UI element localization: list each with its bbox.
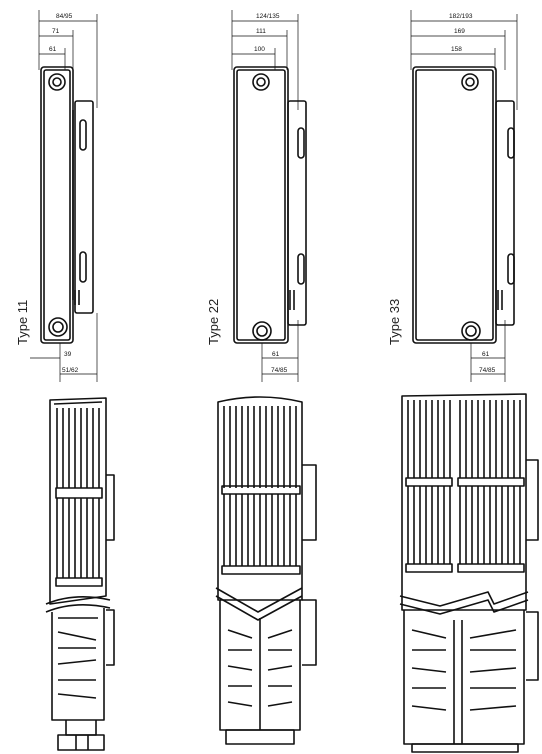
dim-22-wall: 61 [272, 351, 280, 358]
type-33-label: Type 33 [387, 299, 402, 345]
dim-22-panel: 100 [254, 46, 265, 53]
dim-33-panel: 158 [451, 46, 462, 53]
dim-11-wall: 39 [64, 351, 72, 358]
dim-33-depth: 169 [454, 28, 465, 35]
type-11-label: Type 11 [15, 300, 30, 345]
dim-22-overall: 124/135 [256, 13, 280, 20]
dim-22-bracket: 74/85 [271, 367, 288, 374]
dim-22-depth: 111 [256, 28, 266, 35]
dim-33-overall: 182/193 [449, 13, 473, 20]
type-33-side-view: 182/193 169 158 61 74/85 Type 33 [387, 10, 518, 382]
dim-11-panel: 61 [49, 46, 57, 53]
dim-33-wall: 61 [482, 351, 490, 358]
type-22-section-view [215, 396, 317, 745]
type-11-section-view [45, 397, 115, 751]
type-22-side-view: 124/135 111 100 61 74/85 Type 22 [206, 10, 307, 382]
dim-33-bracket: 74/85 [479, 367, 496, 374]
type-11-side-view: 84/95 71 61 39 51/62 Type 11 [15, 10, 98, 382]
dim-11-bracket: 51/62 [62, 367, 79, 374]
dim-11-depth: 71 [52, 28, 60, 35]
dim-11-overall: 84/95 [56, 13, 73, 20]
type-33-section-view [399, 393, 539, 753]
type-22-label: Type 22 [206, 299, 221, 345]
